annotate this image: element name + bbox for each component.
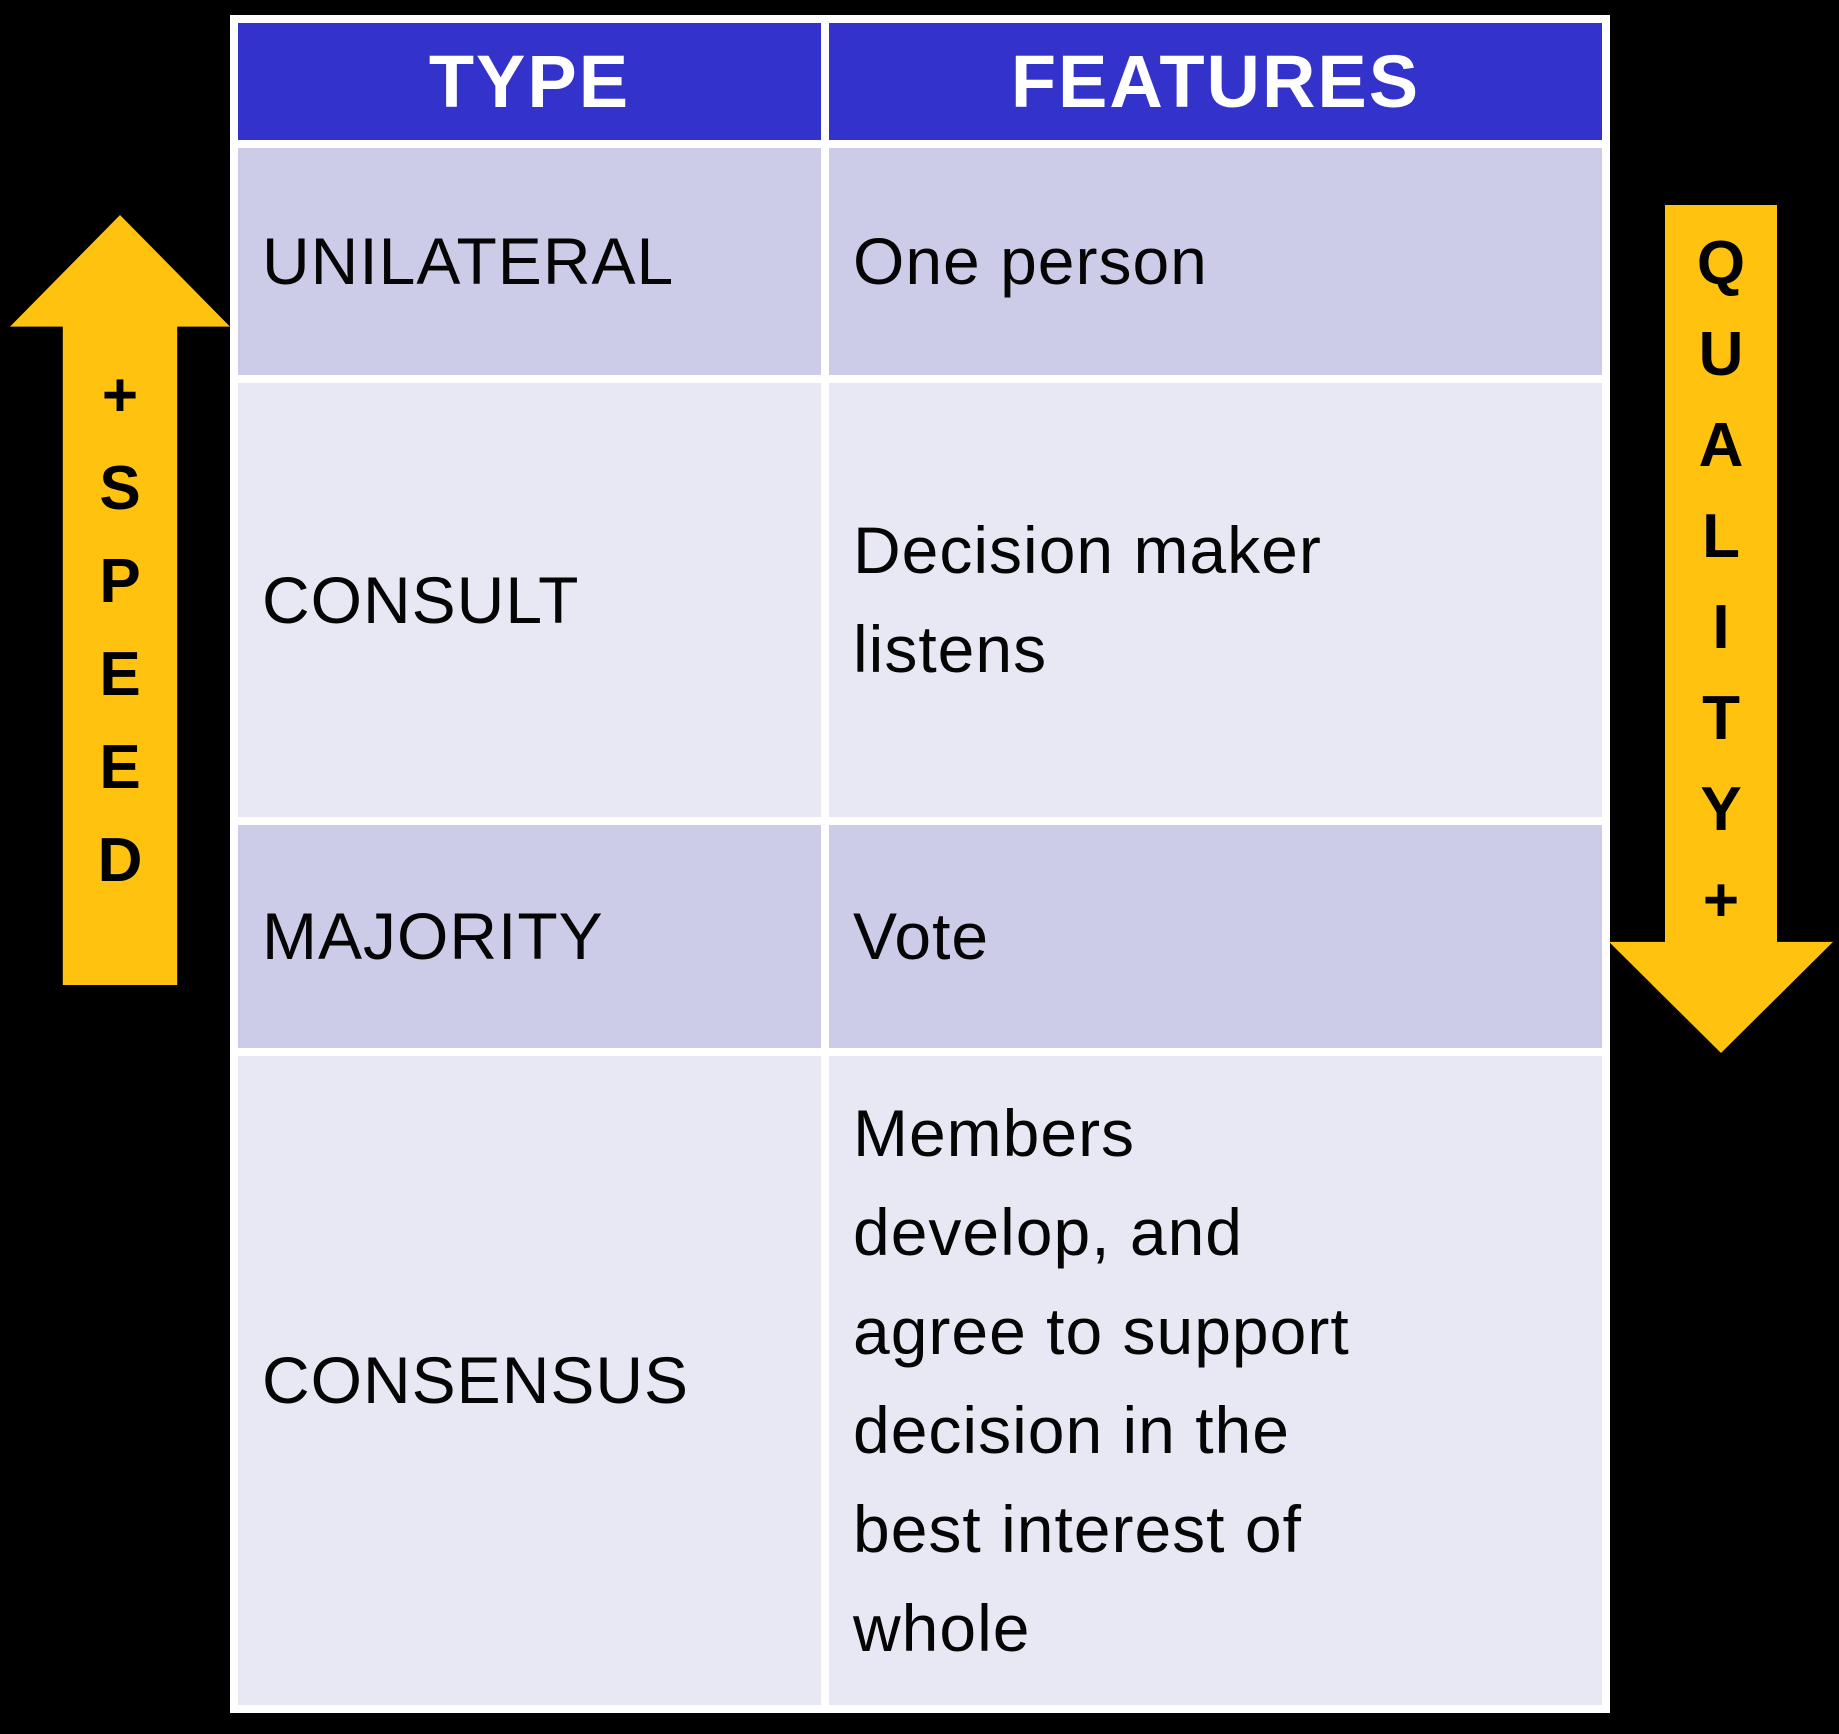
table-header-features: FEATURES [829,23,1602,140]
quality-arrow-letter: T [1702,684,1740,753]
features-cell: Vote [829,825,1602,1048]
features-text: Decision maker listens [853,513,1322,686]
speed-up-arrow-icon: + S P E E D [10,215,230,985]
quality-arrow-letter: I [1712,593,1730,662]
quality-arrow-letter: + [1702,866,1740,935]
speed-arrow-letter: E [99,733,141,802]
speed-arrow-letter: S [99,454,141,523]
features-cell: Members develop, and agree to support de… [829,1056,1602,1705]
quality-arrow-letter: Q [1696,229,1746,298]
quality-arrow-letter: Y [1700,775,1742,844]
speed-arrow-letter: + [101,361,139,430]
type-cell: MAJORITY [238,825,821,1048]
features-text: One person [853,224,1208,298]
header-type-label: TYPE [428,40,631,123]
type-label: UNILATERAL [262,224,675,298]
features-text: Vote [853,899,990,973]
features-text: Members develop, and agree to support de… [853,1095,1350,1665]
table-header-type: TYPE [238,23,821,140]
speed-arrow-letter: P [99,547,141,616]
features-cell: Decision maker listens [829,383,1602,817]
features-cell: One person [829,148,1602,375]
type-cell: CONSENSUS [238,1056,821,1705]
type-cell: UNILATERAL [238,148,821,375]
speed-arrow-letter: D [97,826,143,895]
quality-arrow-letter: A [1698,411,1744,480]
decision-table: TYPE FEATURES UNILATERAL One person CONS… [230,15,1610,1713]
header-features-label: FEATURES [1010,40,1421,123]
type-label: CONSENSUS [262,1343,690,1417]
quality-arrow-letter: L [1702,502,1740,571]
type-label: CONSULT [262,562,580,637]
quality-arrow-letter: U [1698,320,1744,389]
quality-down-arrow-icon: Q U A L I T Y + [1609,205,1833,1053]
speed-arrow-letter: E [99,640,141,709]
type-cell: CONSULT [238,383,821,817]
type-label: MAJORITY [262,899,604,973]
